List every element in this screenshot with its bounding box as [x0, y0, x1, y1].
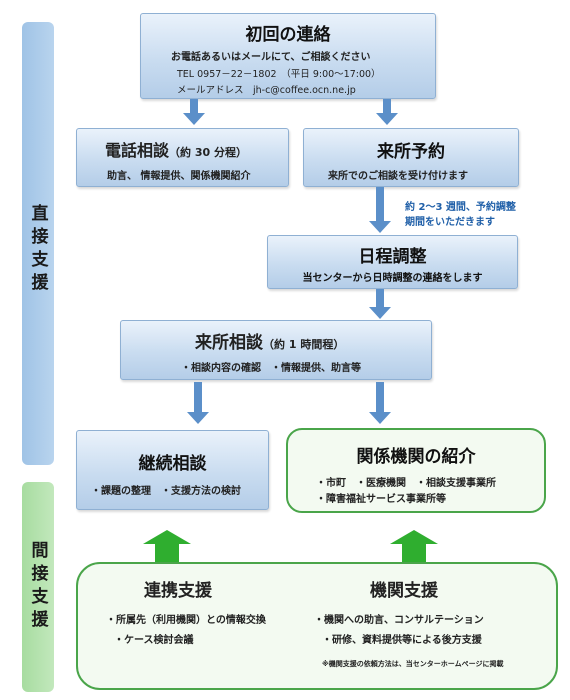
first-contact-title: 初回の連絡 [245, 25, 331, 45]
arrow-down-icon [369, 289, 391, 319]
continued-consultation-box: 継続相談 ・課題の整理 ・支援方法の検討 [76, 430, 269, 510]
direct-support-label: 直接支援 [27, 204, 48, 296]
continued-consultation-title: 継続相談 [138, 454, 207, 474]
direct-support-sidebar [22, 22, 54, 465]
agency-support-title: 機関支援 [370, 581, 438, 601]
first-contact-box: 初回の連絡 お電話あるいはメールにて、ご相談ください TEL 0957－22－1… [140, 13, 436, 99]
scheduling-note-line2: 期間をいただきます [405, 217, 495, 228]
visit-reservation-title: 来所予約 [377, 142, 445, 162]
agency-support-note: ※機関支援の依頼方法は、当センターホームページに掲載 [322, 660, 504, 668]
visit-reservation-body: 来所でのご相談を受け付けます [328, 171, 468, 182]
indirect-support-label: 間接支援 [27, 541, 48, 633]
referral-box: 関係機関の紹介 ・市町 ・医療機関 ・相談支援事業所 ・障害福祉サービス事業所等 [286, 428, 546, 513]
phone-consultation-title: 電話相談（約 30 分程） [105, 137, 247, 161]
phone-consultation-body: 助言、 情報提供、関係機関紹介 [107, 171, 251, 182]
scheduling-note-line1: 約 2～3 週間、予約調整 [405, 202, 516, 213]
email-address-line: メールアドレス jh-c@coffee.ocn.ne.jp [177, 85, 356, 96]
arrow-down-icon [369, 187, 391, 233]
scheduling-box: 日程調整 当センターから日時調整の連絡をします [267, 235, 518, 289]
referral-line1: ・市町 ・医療機関 ・相談支援事業所 [316, 478, 496, 489]
visit-consultation-title: 来所相談（約 1 時間程） [195, 328, 344, 353]
referral-title: 関係機関の紹介 [356, 447, 476, 467]
phone-consultation-box: 電話相談（約 30 分程） 助言、 情報提供、関係機関紹介 [76, 128, 289, 187]
arrow-down-icon [183, 99, 205, 125]
indirect-support-sidebar [22, 482, 54, 692]
visit-reservation-box: 来所予約 来所でのご相談を受け付けます [303, 128, 519, 187]
phone-consultation-duration: （約 30 分程） [169, 146, 247, 159]
continued-consultation-body: ・課題の整理 ・支援方法の検討 [91, 486, 241, 497]
cooperation-support-line1: ・所属先（利用機関）との情報交換 [106, 615, 266, 626]
visit-consultation-duration: （約 1 時間程） [263, 338, 345, 351]
referral-line2: ・障害福祉サービス事業所等 [316, 494, 446, 505]
arrow-down-icon [187, 382, 209, 424]
first-contact-line1: お電話あるいはメールにて、ご相談ください [171, 52, 371, 63]
cooperation-support-title: 連携支援 [144, 581, 212, 601]
phone-number-line: TEL 0957－22－1802 （平日 9:00～17:00） [177, 69, 381, 80]
visit-consultation-box: 来所相談（約 1 時間程） ・相談内容の確認 ・情報提供、助言等 [120, 320, 432, 380]
arrow-down-icon [376, 99, 398, 125]
scheduling-body: 当センターから日時調整の連絡をします [302, 273, 483, 284]
scheduling-title: 日程調整 [358, 247, 427, 267]
agency-support-line1: ・機関への助言、コンサルテーション [314, 615, 484, 626]
visit-consultation-title-main: 来所相談 [195, 333, 263, 353]
phone-consultation-title-main: 電話相談 [105, 141, 170, 160]
agency-support-line2: ・研修、資料提供等による後方支援 [322, 635, 482, 646]
indirect-support-box: 連携支援 ・所属先（利用機関）との情報交換 ・ケース検討会議 機関支援 ・機関へ… [76, 562, 558, 690]
cooperation-support-line2: ・ケース検討会議 [114, 635, 194, 646]
arrow-up-icon [390, 530, 438, 564]
arrow-up-icon [143, 530, 191, 564]
arrow-down-icon [369, 382, 391, 424]
visit-consultation-body: ・相談内容の確認 ・情報提供、助言等 [181, 363, 361, 374]
